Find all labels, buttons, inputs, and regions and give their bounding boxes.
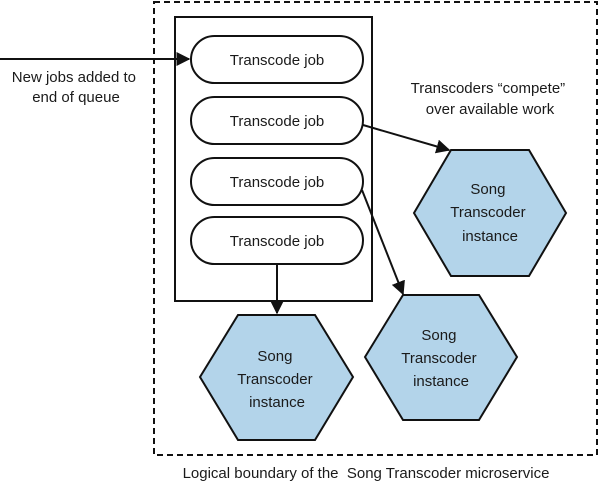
job-to-instance-arrow <box>362 124 451 154</box>
job-label: Transcode job <box>230 174 325 191</box>
compete-note-line: over available work <box>426 101 555 118</box>
queue-job: Transcode job <box>190 216 364 265</box>
compete-note: Transcoders “compete” over available wor… <box>411 80 570 118</box>
queue-job: Transcode job <box>190 157 364 206</box>
svg-text:Song Transcoder in: Song Transcoder instance <box>450 181 529 245</box>
instance-label-line: instance <box>462 228 518 245</box>
compete-note-line: Transcoders “compete” <box>411 80 566 97</box>
job-to-instance-arrow <box>361 189 405 296</box>
transcoder-instance: Song Transcoder instance <box>198 314 355 441</box>
instance-label-line: Transcoder <box>401 350 476 367</box>
transcoder-instance: Song Transcoder instance <box>412 149 568 277</box>
job-label: Transcode job <box>230 52 325 69</box>
queue-job: Transcode job <box>190 35 364 84</box>
transcoder-instance: Song Transcoder instance <box>363 294 519 421</box>
svg-text:Song Transcoder in: Song Transcoder instance <box>401 327 480 390</box>
instance-label-line: Song <box>470 181 505 198</box>
instance-label-line: instance <box>413 373 469 390</box>
svg-text:Song Transcoder in: Song Transcoder instance <box>237 348 316 411</box>
incoming-note-line: end of queue <box>32 89 120 106</box>
job-label: Transcode job <box>230 233 325 250</box>
microservice-boundary <box>153 1 598 456</box>
incoming-note: New jobs added to end of queue <box>12 69 140 106</box>
job-label: Transcode job <box>230 113 325 130</box>
instance-label-line: Song <box>257 348 292 365</box>
instance-label-line: Song <box>421 327 456 344</box>
boundary-caption: Logical boundary of the Song Transcoder … <box>183 465 550 482</box>
incoming-note-line: New jobs added to <box>12 69 136 86</box>
instance-label-line: instance <box>249 394 305 411</box>
instance-label-line: Transcoder <box>450 204 525 221</box>
queue-job: Transcode job <box>190 96 364 145</box>
instance-label-line: Transcoder <box>237 371 312 388</box>
